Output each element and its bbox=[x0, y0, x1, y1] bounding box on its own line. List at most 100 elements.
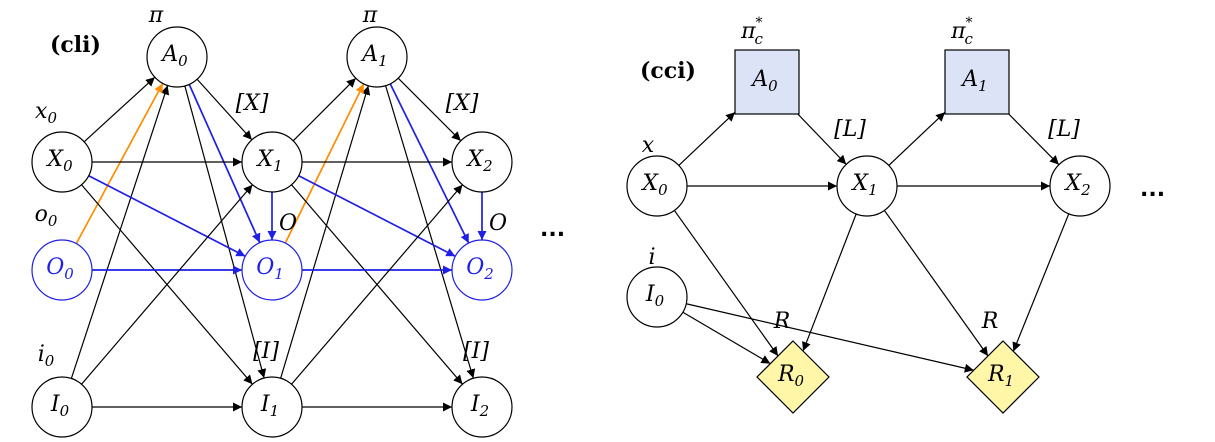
node-O1 bbox=[241, 239, 303, 301]
edge-X1-A1 bbox=[292, 77, 357, 142]
annotation-piA0-base: π bbox=[148, 3, 164, 28]
node-label-O1: O1 bbox=[256, 255, 284, 283]
annotation-pic1-sub: c bbox=[965, 30, 974, 48]
edge-cX2-cR1 bbox=[1012, 213, 1070, 352]
edge-A1-O2 bbox=[389, 83, 470, 244]
node-O2 bbox=[451, 239, 513, 301]
annotation-i0-base: i bbox=[38, 342, 45, 367]
node-label-O1-sub: 1 bbox=[274, 265, 284, 283]
annotation-pic0-sub: c bbox=[755, 30, 764, 48]
node-label-X0-base: X bbox=[45, 147, 64, 172]
node-label-cX0: X0 bbox=[640, 171, 668, 199]
annotation-cx-base: x bbox=[642, 133, 655, 158]
edge-cA1-cX2 bbox=[1008, 113, 1060, 166]
annotation-I2b-base: [I] bbox=[463, 339, 489, 364]
annotation-X1b-base: [X] bbox=[236, 91, 269, 116]
node-label-cR0-base: R bbox=[777, 362, 795, 387]
node-cA1 bbox=[944, 49, 1010, 115]
annotation-cL1: [L] bbox=[834, 117, 866, 142]
annotation-pic0: π*c bbox=[740, 15, 763, 48]
annotation-cR0l: R bbox=[773, 309, 791, 334]
node-label-O0-sub: 0 bbox=[64, 265, 74, 283]
node-X1 bbox=[241, 131, 303, 193]
node-cX2 bbox=[1049, 155, 1111, 217]
annotation-O2o-base: O bbox=[489, 211, 507, 236]
node-label-cX2-base: X bbox=[1063, 171, 1082, 196]
node-label-X2: X2 bbox=[465, 147, 492, 175]
node-label-cR0-sub: 0 bbox=[795, 372, 805, 390]
annotation-O2o: O bbox=[489, 211, 507, 236]
annotation-pic0-base: π bbox=[740, 19, 756, 44]
edge-cX0-cA0 bbox=[678, 111, 736, 166]
node-label-cA1: A1 bbox=[960, 67, 987, 95]
node-label-I0-sub: 0 bbox=[60, 402, 70, 420]
node-cX0 bbox=[626, 155, 688, 217]
node-cX1 bbox=[836, 155, 898, 217]
node-label-X2-base: X bbox=[465, 147, 484, 172]
annotation-pic1-sup: * bbox=[966, 15, 973, 31]
edge-cX1-cA1 bbox=[888, 111, 946, 166]
node-label-cX2-sub: 2 bbox=[1080, 181, 1091, 199]
edge-A1-X2 bbox=[397, 77, 462, 142]
node-label-A0: A0 bbox=[160, 42, 188, 70]
node-cR1 bbox=[966, 340, 1040, 414]
node-label-cA1-sub: 1 bbox=[978, 77, 988, 95]
node-label-cR0: R0 bbox=[777, 362, 805, 390]
node-label-I2-sub: 2 bbox=[479, 402, 490, 420]
annotation-cL2: [L] bbox=[1048, 117, 1080, 142]
edge-I0-A0 bbox=[70, 85, 170, 379]
cci-edges bbox=[673, 111, 1070, 373]
edge-cX1-cR1 bbox=[883, 210, 989, 357]
edge-cI0-cR0 bbox=[682, 311, 771, 365]
panel-label-cci: (cci) bbox=[640, 58, 696, 84]
edge-I0-X1 bbox=[81, 184, 253, 385]
node-label-cA0-base: A bbox=[750, 67, 768, 92]
node-label-X1: X1 bbox=[255, 147, 282, 175]
node-label-A1-base: A bbox=[360, 42, 378, 67]
edge-cX0-cR0 bbox=[673, 210, 779, 357]
annotation-pic1: π*c bbox=[950, 15, 973, 48]
annotation-o0-sub: 0 bbox=[48, 212, 58, 230]
edge-I1-X2 bbox=[291, 184, 463, 385]
node-I2 bbox=[451, 376, 513, 438]
edge-cA0-cX1 bbox=[797, 113, 847, 165]
edge-X1-O2 bbox=[298, 174, 456, 258]
node-label-A1-sub: 1 bbox=[378, 52, 388, 70]
node-label-X1-sub: 1 bbox=[273, 157, 283, 175]
annotation-cL1-base: [L] bbox=[834, 117, 866, 142]
annotation-X1b: [X] bbox=[236, 91, 269, 116]
edge-I1-A1 bbox=[280, 85, 371, 379]
node-label-I2: I2 bbox=[470, 392, 489, 420]
node-label-cX1-base: X bbox=[850, 171, 869, 196]
annotation-I1b-base: [I] bbox=[253, 339, 279, 364]
cli-edges bbox=[70, 76, 487, 412]
node-label-X1-base: X bbox=[255, 147, 274, 172]
node-label-O2: O2 bbox=[466, 255, 494, 283]
annotation-cR1l: R bbox=[981, 309, 999, 334]
node-cA0 bbox=[734, 49, 800, 115]
node-label-cA1-base: A bbox=[960, 67, 978, 92]
annotation-cR1l-base: R bbox=[981, 309, 999, 334]
node-label-X0: X0 bbox=[45, 147, 73, 175]
node-X0 bbox=[31, 131, 93, 193]
node-cI0 bbox=[626, 266, 688, 328]
annotation-x0-base: x bbox=[35, 99, 48, 124]
node-label-cA0-sub: 0 bbox=[768, 77, 778, 95]
node-O0 bbox=[31, 239, 93, 301]
annotation-piA0: π bbox=[148, 3, 164, 28]
edge-A1-I2 bbox=[385, 85, 476, 379]
annotation-O1o: O bbox=[279, 211, 297, 236]
node-cR0 bbox=[756, 340, 830, 414]
node-label-A1: A1 bbox=[360, 42, 387, 70]
node-label-A0-base: A bbox=[160, 42, 178, 67]
node-label-A0-sub: 0 bbox=[178, 52, 188, 70]
ellipsis-cli: ... bbox=[540, 217, 565, 242]
node-label-O0-base: O bbox=[46, 255, 64, 280]
node-label-I1: I1 bbox=[260, 392, 279, 420]
annotation-i0: i0 bbox=[38, 342, 55, 370]
annotation-cx: x bbox=[642, 133, 655, 158]
node-label-I2-base: I bbox=[470, 392, 481, 417]
node-label-cR1: R1 bbox=[987, 362, 1014, 390]
